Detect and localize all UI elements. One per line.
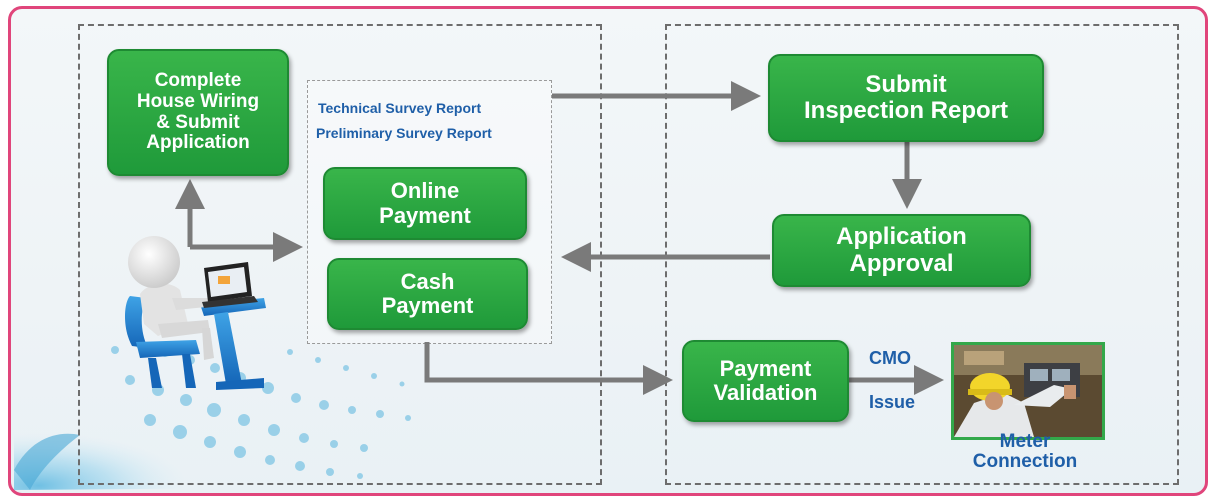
person-laptop-icon — [125, 236, 266, 390]
online-payment-box: Online Payment — [323, 167, 527, 240]
arrow-to-validation — [424, 342, 674, 395]
technical-survey-report-label: Technical Survey Report — [318, 100, 482, 116]
issue-label: Issue — [869, 392, 916, 412]
cash-payment-box: Cash Payment — [327, 258, 528, 330]
complete-wiring-box: Complete House Wiring & Submit Applicati… — [107, 49, 289, 176]
cmo-label: CMO — [869, 348, 911, 368]
application-approval-box: Application Approval — [772, 214, 1031, 287]
meter-connection-label: Meter Connection — [972, 431, 1078, 472]
meter-technician-photo — [951, 342, 1105, 440]
submit-inspection-box: Submit Inspection Report — [768, 54, 1044, 142]
payment-validation-box: Payment Validation — [682, 340, 849, 422]
preliminary-survey-report-label: Preliminary Survey Report — [316, 125, 492, 141]
